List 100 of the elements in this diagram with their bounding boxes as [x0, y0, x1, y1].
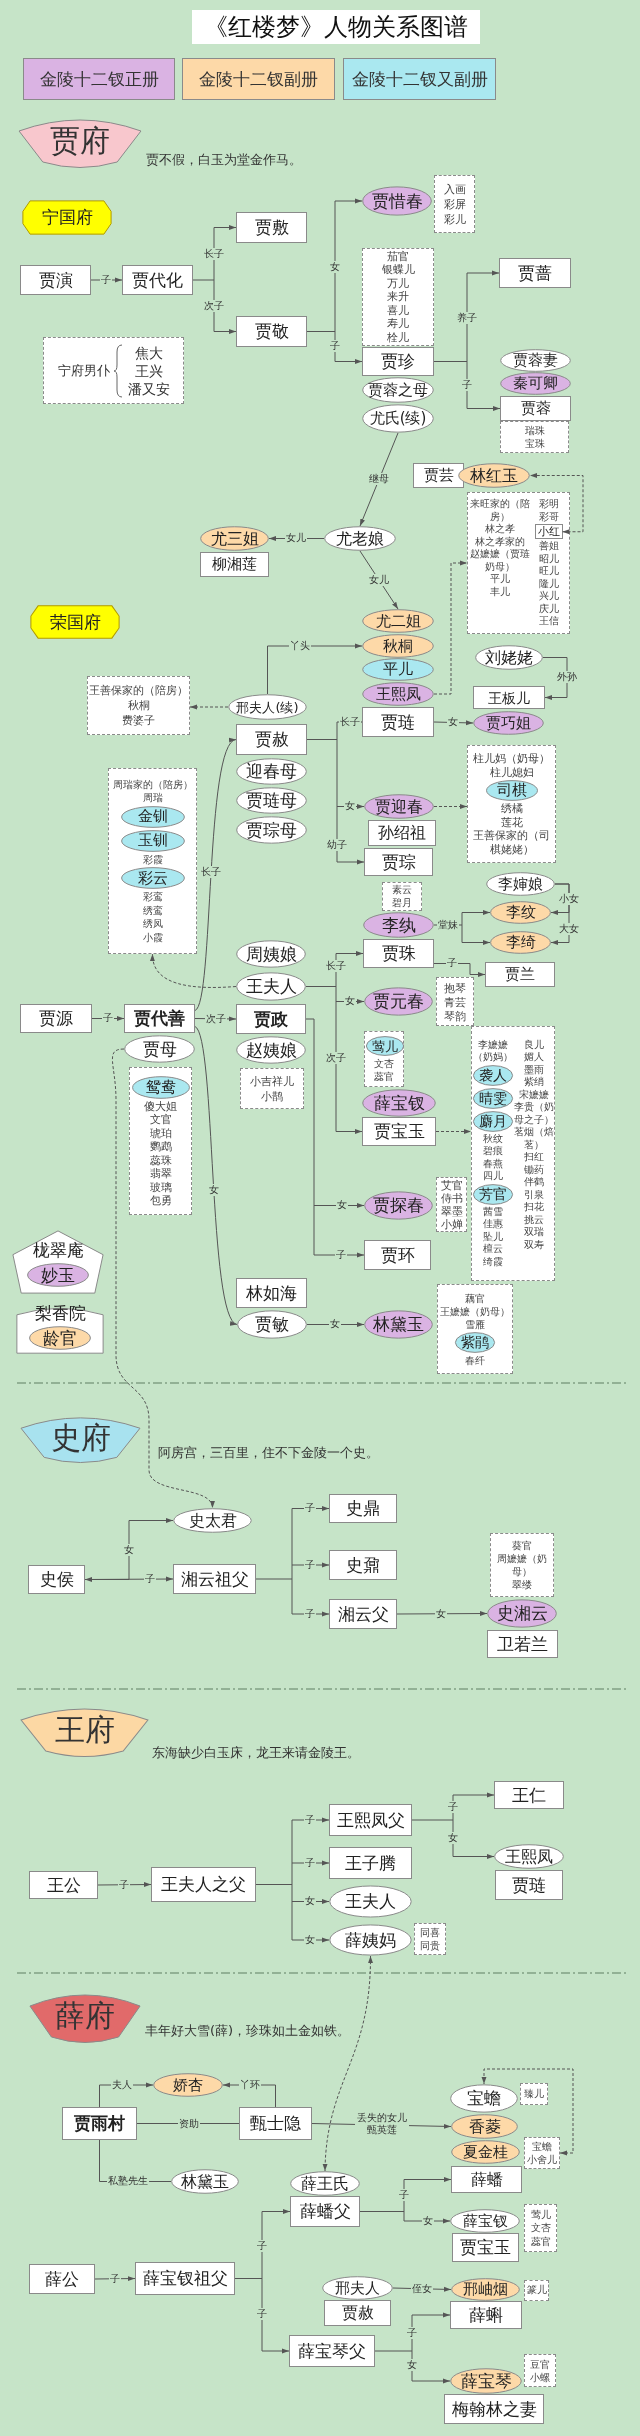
person-box: 贾敬 [236, 316, 307, 347]
arrow [213, 225, 237, 230]
edge-label: 子 [304, 1559, 316, 1571]
legend-item: 金陵十二钗正册 [23, 58, 175, 100]
person-box: 贾琮 [364, 848, 433, 876]
edge-label: 子 [256, 2240, 268, 2252]
edge-label: 堂妹 [437, 919, 459, 931]
edge-label: 女 [336, 1199, 348, 1211]
list-name: 王信 [538, 615, 559, 628]
person-ellipse: 夏金桂 [451, 2140, 520, 2164]
list-name: 双寿 [524, 1238, 544, 1252]
edge-label: 子 [144, 1573, 156, 1585]
person-ellipse: 紫鹃 [455, 1331, 495, 1353]
edge-label: 子 [304, 1502, 316, 1514]
list-name: 栓儿 [387, 330, 409, 345]
list-name: 抱琴 [444, 980, 466, 995]
edge-label: 长子 [325, 960, 347, 972]
list-name: 焦大 [134, 343, 163, 362]
list-name: 文官 [149, 1113, 172, 1127]
arrow [452, 1792, 495, 1798]
list-name: 入画 [443, 181, 466, 197]
list-name: 王嬷嬷（奶母） [440, 1304, 510, 1318]
dashed-list-box [471, 1026, 555, 1281]
list-name: 旺儿 [538, 565, 559, 578]
dashed-list-box [87, 676, 190, 735]
edge-label: 大女 [558, 923, 580, 935]
list-name: 宝蟾 [532, 2140, 552, 2153]
connector-line [255, 1819, 293, 1941]
person-box: 薛蟠 [451, 2166, 522, 2193]
person-ellipse: 薛宝钗 [450, 2209, 520, 2233]
person-ellipse: 薛王氏 [290, 2171, 360, 2196]
list-name: 碧痕 [483, 1145, 503, 1158]
list-name: 万儿 [387, 276, 409, 291]
person-ellipse: 王夫人 [236, 972, 306, 1001]
edge-label: 丫环 [239, 2079, 261, 2091]
list-name: 周瑞 [142, 791, 163, 805]
person-ellipse: 贾巧姐 [473, 711, 544, 735]
list-name: 银蝶儿 [381, 263, 415, 277]
edge-label: 次子 [325, 1052, 347, 1064]
person-box: 贾政 [236, 1004, 306, 1034]
list-name: 扫花 [524, 1201, 544, 1214]
person-ellipse: 李纨 [363, 912, 434, 938]
person-box: 林如海 [236, 1278, 307, 1308]
dashed-list-box [500, 421, 569, 453]
person-box: 薛宝钗祖父 [135, 2262, 235, 2295]
list-name: 茗烟（焙茗） [514, 1126, 554, 1152]
list-name: 琥珀 [149, 1126, 172, 1140]
list-name: 费婆子 [122, 713, 155, 728]
arrow [313, 1252, 365, 1258]
list-name: 彩明 [538, 498, 559, 511]
arrow [99, 2082, 154, 2108]
arrow [291, 1562, 330, 1568]
person-box: 薛蝌 [450, 2301, 522, 2329]
list-name: 小鹊 [261, 1088, 283, 1104]
motto-text: 阿房宫，三百里，住不下金陵一个史。 [158, 1445, 379, 1460]
list-name: 翠缕 [512, 1578, 532, 1591]
arrow [433, 560, 468, 695]
dashed-list-box [240, 1068, 304, 1109]
person-box: 贾琏 [495, 1870, 563, 1900]
person-ellipse: 迎春母 [236, 758, 307, 785]
list-name: 宋嬷嬷 [519, 1088, 549, 1102]
person-ellipse: 尤氏(续) [362, 404, 434, 433]
person-box: 史侯 [28, 1565, 85, 1594]
list-name: 善姐 [538, 540, 559, 553]
person-box: 湘云祖父 [173, 1564, 256, 1594]
arrow [112, 1048, 214, 1509]
arrow [334, 359, 363, 364]
person-box: 贾敷 [236, 212, 307, 243]
person-ellipse: 贾蓉之母 [362, 377, 434, 403]
edge-label: 私塾先生 [107, 2175, 149, 2187]
pentagon-panel [12, 1230, 104, 1294]
person-ellipse: 妙玉 [27, 1263, 89, 1287]
list-name: 小吉祥儿 [250, 1073, 294, 1089]
person-ellipse: 林黛玉 [364, 1310, 433, 1339]
list-name: 周瑞家的（陪房） [112, 777, 193, 792]
connector-line [306, 200, 336, 362]
person-ellipse: 晴雯 [473, 1087, 513, 1109]
list-name: 兴儿 [538, 590, 559, 603]
list-name: 文杏 [374, 1057, 394, 1070]
person-ellipse: 赵姨娘 [236, 1036, 306, 1064]
person-box: 贾宝玉 [362, 1117, 436, 1146]
arrow [359, 432, 399, 527]
person-ellipse: 麝月 [473, 1110, 513, 1132]
edge-label: 子 [406, 2327, 418, 2339]
person-box: 贾蓉 [500, 396, 571, 421]
list-name: 扫红 [524, 1151, 544, 1164]
list-name: 柱儿妈（奶母） [473, 752, 550, 766]
legend-item: 金陵十二钗又副册 [343, 58, 496, 100]
list-name: 玻璃 [149, 1180, 172, 1194]
person-ellipse: 贾元春 [364, 987, 433, 1016]
arrow [396, 1611, 488, 1616]
arrow [261, 2348, 290, 2354]
arrow [336, 719, 363, 725]
person-box: 贾芸 [413, 463, 464, 488]
dashed-list-box [382, 882, 422, 911]
person-box: 卫若兰 [487, 1630, 558, 1658]
dashed-list-box [490, 1533, 554, 1597]
person-box: 王子腾 [329, 1847, 412, 1879]
connector-line [136, 2123, 240, 2124]
arrow [466, 406, 501, 411]
